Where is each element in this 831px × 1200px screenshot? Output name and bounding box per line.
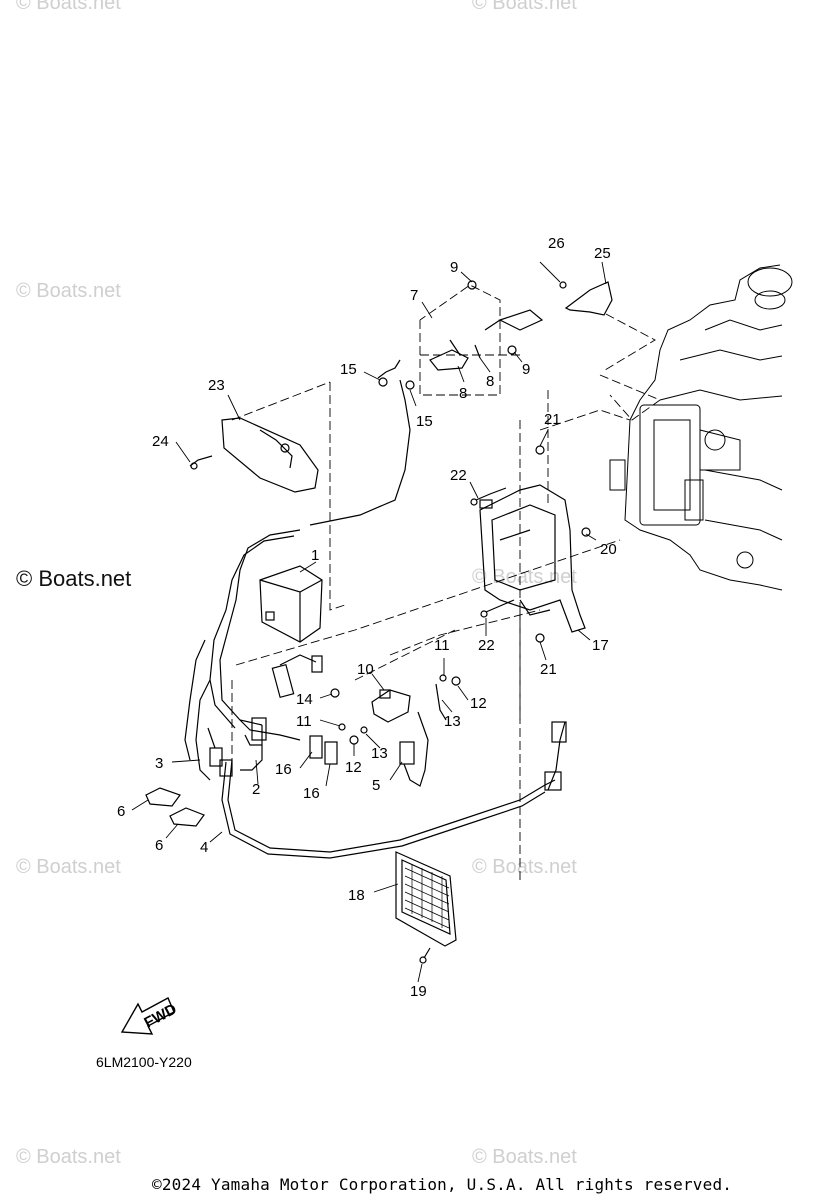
- callout-23: 23: [208, 377, 225, 394]
- watermark: © Boats.net: [16, 0, 121, 14]
- callout-10: 10: [357, 661, 374, 678]
- callout-12: 12: [470, 695, 487, 712]
- watermark: © Boats.net: [472, 1146, 577, 1168]
- parts-11-13: [338, 674, 461, 745]
- callout-8: 8: [459, 385, 467, 402]
- callout-25: 25: [594, 245, 611, 262]
- callout-22: 22: [450, 467, 467, 484]
- callout-15: 15: [340, 361, 357, 378]
- callout-13b: 13: [371, 745, 388, 762]
- part-1-module: [259, 565, 323, 643]
- engine-block: [609, 264, 793, 591]
- callout-9: 9: [450, 259, 458, 276]
- callout-18: 18: [348, 887, 365, 904]
- callout-9b: 9: [522, 361, 530, 378]
- callout-7: 7: [410, 287, 418, 304]
- diagram-code: 6LM2100-Y220: [96, 1054, 192, 1070]
- part-10-bracket: [371, 689, 411, 723]
- callout-14: 14: [296, 691, 313, 708]
- callout-22b: 22: [478, 637, 495, 654]
- part-16-connectors: [309, 735, 338, 765]
- part-14-bolt: [330, 688, 340, 698]
- callout-11b: 11: [296, 713, 312, 730]
- callout-21: 21: [544, 411, 561, 428]
- fwd-arrow-icon: FWD: [120, 997, 180, 1035]
- callout-8b: 8: [486, 373, 494, 390]
- watermark: © Boats.net: [472, 0, 577, 14]
- callouts: 1 2 3 4 5 6 6 7 8 8 9 9 10 11 11 12 12 1…: [117, 235, 617, 1000]
- part-18-grille: [395, 851, 457, 947]
- callout-15b: 15: [416, 413, 433, 430]
- callout-12b: 12: [345, 759, 362, 776]
- callout-4: 4: [200, 839, 208, 856]
- callout-1: 1: [311, 547, 319, 564]
- callout-20: 20: [600, 541, 617, 558]
- part-19-screw: [419, 947, 431, 964]
- part-6-clips: [145, 787, 205, 827]
- callout-19: 19: [410, 983, 427, 1000]
- part-5-sensor: [399, 711, 429, 787]
- callout-17: 17: [592, 637, 609, 654]
- main-watermark: © Boats.net: [16, 566, 132, 591]
- copyright-notice: ©2024 Yamaha Motor Corporation, U.S.A. A…: [152, 1175, 733, 1194]
- callout-3: 3: [155, 755, 163, 772]
- part-17-bracket: [479, 484, 586, 633]
- part-22-bolts: [470, 487, 515, 618]
- callout-24: 24: [152, 433, 169, 450]
- callout-21b: 21: [540, 661, 557, 678]
- callout-6: 6: [117, 803, 125, 820]
- part-24-bolt: [189, 455, 213, 470]
- watermark: © Boats.net: [16, 1146, 121, 1168]
- watermark: © Boats.net: [472, 856, 577, 878]
- part-15-wire: [309, 359, 415, 526]
- callout-26: 26: [548, 235, 565, 252]
- callout-11: 11: [434, 637, 450, 654]
- callout-16: 16: [275, 761, 292, 778]
- part-23-cover: [221, 417, 319, 493]
- watermark: © Boats.net: [16, 280, 121, 302]
- wire-harness: [184, 529, 567, 859]
- part-7-bracket: [429, 280, 544, 371]
- watermark: © Boats.net: [472, 566, 577, 588]
- part-20-21-bolts: [535, 445, 591, 643]
- watermark: © Boats.net: [16, 856, 121, 878]
- callout-6b: 6: [155, 837, 163, 854]
- callout-5: 5: [372, 777, 380, 794]
- part-25-bracket: [559, 281, 613, 316]
- callout-16b: 16: [303, 785, 320, 802]
- callout-13: 13: [444, 713, 461, 730]
- callout-2: 2: [252, 781, 260, 798]
